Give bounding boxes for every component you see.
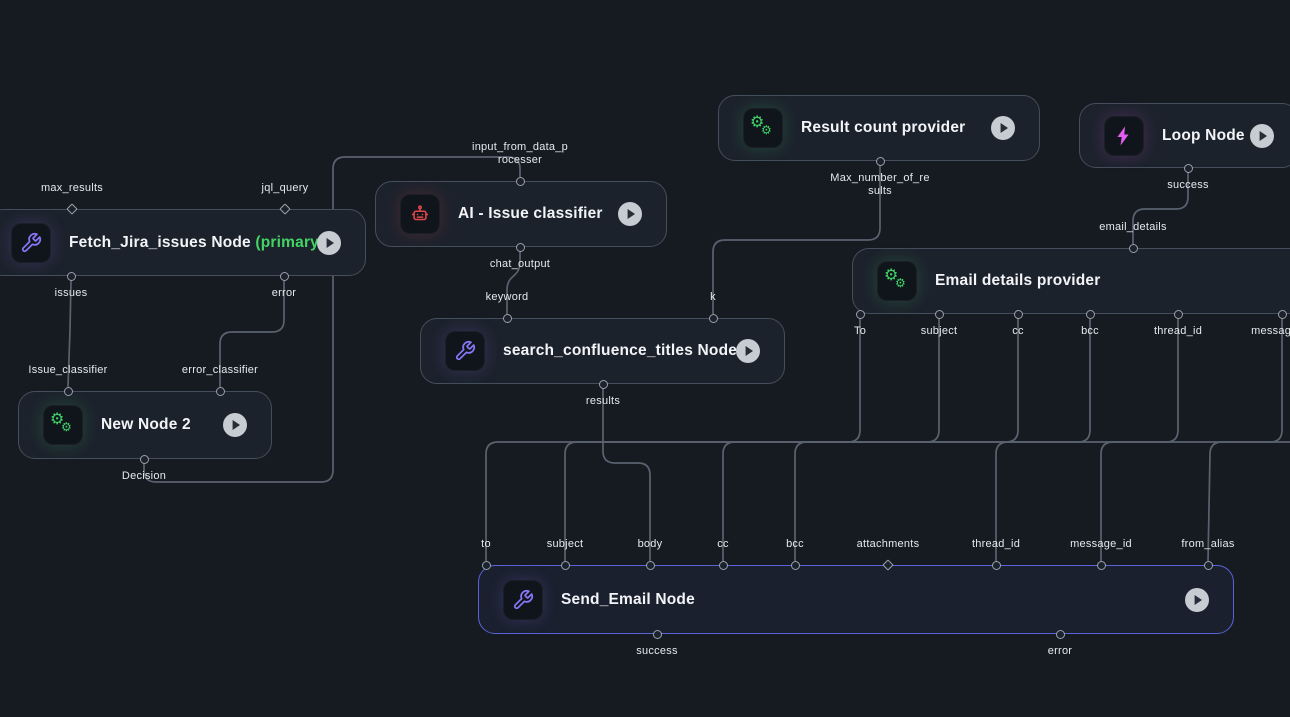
node-title-suffix: (primary)	[250, 233, 325, 251]
gears-icon: ⚙⚙	[743, 108, 783, 148]
node-new-node-2[interactable]: ⚙⚙ New Node 2	[18, 391, 272, 459]
port-subject[interactable]	[934, 309, 944, 319]
node-title: Loop Node	[1162, 126, 1245, 144]
node-title: Result count provider	[801, 119, 966, 136]
port-body[interactable]	[645, 560, 655, 570]
play-button[interactable]	[736, 339, 760, 363]
node-title: Email details provider	[935, 272, 1101, 289]
node-email-details-provider[interactable]: ⚙⚙ Email details provider	[852, 248, 1290, 314]
port-chat_output[interactable]	[515, 242, 525, 252]
node-loop-node[interactable]: Loop Node	[1079, 103, 1290, 168]
edge-email-details-provider-message_id-to-send-email-message_id	[1100, 318, 1283, 561]
node-search-confluence-titles[interactable]: search_confluence_titles Node	[420, 318, 785, 384]
edge-email-details-provider-thread_id-to-send-email-thread_id	[995, 318, 1179, 561]
port-Decision[interactable]	[139, 454, 149, 464]
edge-offscreen-right-to-send-email-from_alias	[1207, 441, 1290, 562]
port-keyword[interactable]	[502, 313, 512, 323]
wrench-icon	[11, 222, 51, 263]
port-success[interactable]	[652, 629, 662, 639]
port-bcc[interactable]	[1085, 309, 1095, 319]
node-title: Fetch_Jira_issues Node (primary)	[69, 233, 325, 251]
port-k[interactable]	[708, 313, 718, 323]
node-title: AI - Issue classifier	[458, 205, 603, 222]
port-input_from_data_processer[interactable]	[515, 176, 525, 186]
port-Issue_classifier[interactable]	[63, 386, 73, 396]
play-button[interactable]	[223, 413, 247, 437]
port-to[interactable]	[481, 560, 491, 570]
edge-new-node-2-Decision-to-ai-issue-classifier-input_from_data_processer	[143, 156, 521, 483]
port-email_details[interactable]	[1128, 243, 1138, 253]
port-cc[interactable]	[1013, 309, 1023, 319]
port-message_id[interactable]	[1277, 309, 1287, 319]
wrench-icon	[503, 579, 543, 620]
edge-search-confluence-titles-results-to-send-email-body	[602, 388, 651, 561]
node-fetch-jira-issues[interactable]: Fetch_Jira_issues Node (primary)	[0, 209, 366, 276]
node-send-email[interactable]: Send_Email Node	[478, 565, 1234, 634]
port-bcc[interactable]	[790, 560, 800, 570]
port-To[interactable]	[855, 309, 865, 319]
port-error_classifier[interactable]	[215, 386, 225, 396]
play-button[interactable]	[317, 230, 341, 255]
port-cc[interactable]	[718, 560, 728, 570]
play-button[interactable]	[1250, 123, 1274, 148]
port-results[interactable]	[598, 379, 608, 389]
port-message_id[interactable]	[1096, 560, 1106, 570]
gears-icon: ⚙⚙	[877, 261, 917, 301]
edge-fetch-jira-issues-error-to-new-node-2-error_classifier	[219, 281, 285, 387]
node-title: search_confluence_titles Node	[503, 342, 738, 359]
port-thread_id[interactable]	[1173, 309, 1183, 319]
node-result-count-provider[interactable]: ⚙⚙ Result count provider	[718, 95, 1040, 161]
node-title: Send_Email Node	[561, 590, 695, 608]
gears-icon: ⚙⚙	[43, 405, 83, 445]
port-issues[interactable]	[66, 271, 76, 281]
node-title: New Node 2	[101, 416, 191, 433]
port-success[interactable]	[1183, 163, 1193, 173]
port-Max_number_of_results[interactable]	[875, 156, 885, 166]
play-button[interactable]	[1185, 587, 1209, 612]
port-from_alias[interactable]	[1203, 560, 1213, 570]
play-button[interactable]	[618, 202, 642, 226]
edge-fetch-jira-issues-issues-to-new-node-2-Issue_classifier	[67, 280, 72, 388]
port-thread_id[interactable]	[991, 560, 1001, 570]
port-error[interactable]	[279, 271, 289, 281]
wrench-icon	[445, 331, 485, 371]
edge-loop-node-success-to-email-details-provider-email_details	[1132, 172, 1189, 244]
robot-icon	[400, 194, 440, 234]
port-subject[interactable]	[560, 560, 570, 570]
edge-result-count-provider-Max_number_of_results-to-search-confluence-titles-k	[712, 165, 881, 314]
lightning-icon	[1104, 115, 1144, 156]
node-ai-issue-classifier[interactable]: AI - Issue classifier	[375, 181, 667, 247]
edge-ai-issue-classifier-chat_output-to-search-confluence-titles-keyword	[506, 251, 521, 314]
port-error[interactable]	[1055, 629, 1065, 639]
edge-email-details-provider-bcc-to-send-email-bcc	[794, 318, 1091, 561]
play-button[interactable]	[991, 116, 1015, 140]
